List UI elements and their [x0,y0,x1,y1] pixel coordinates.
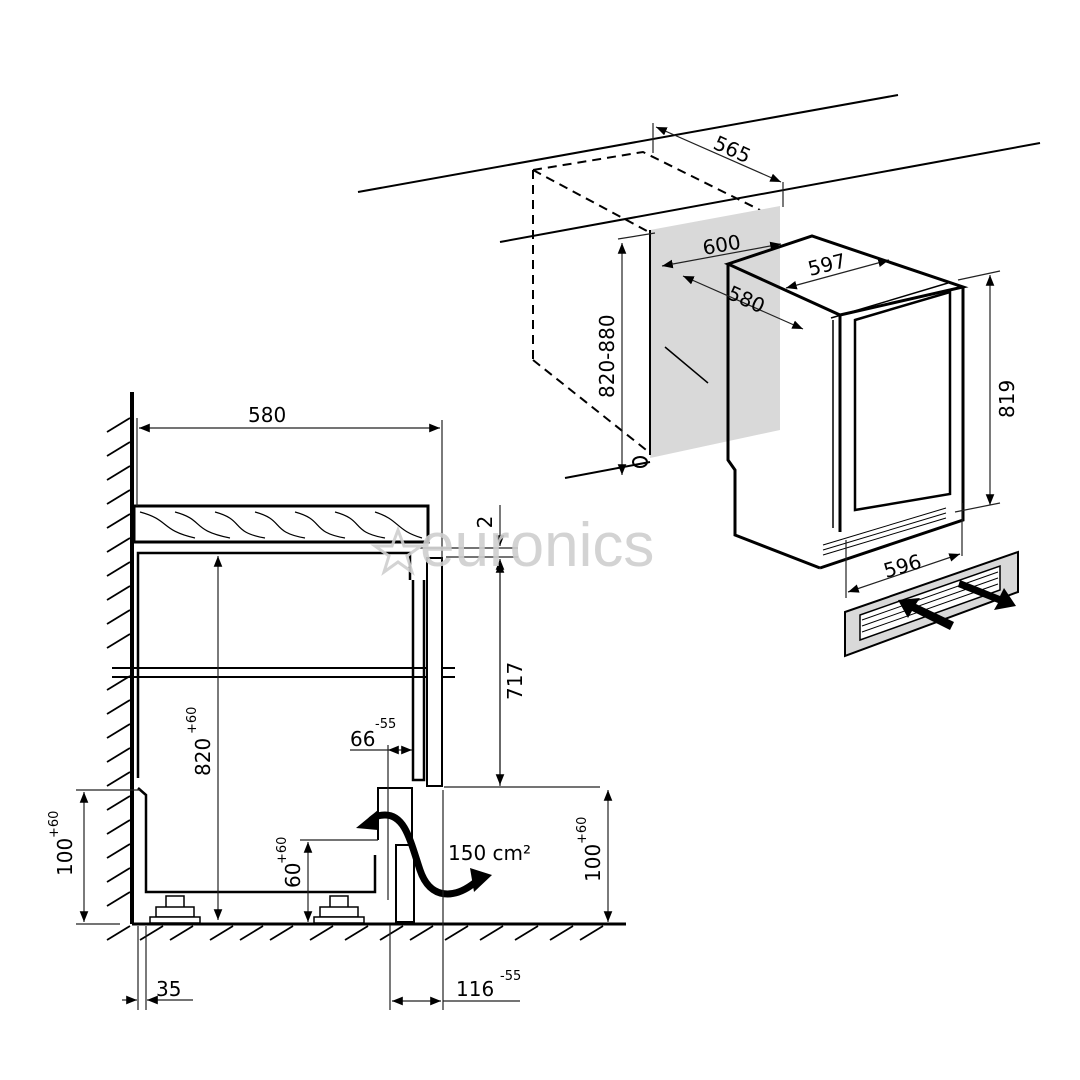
appliance-body-bottom [137,787,377,894]
label-vent-area: 150 cm² [448,841,531,865]
adjustable-foot-left [149,895,201,924]
label-plinth-setback: 116 [456,977,494,1001]
door-panel [426,557,443,787]
appliance-front [819,287,965,570]
wall-hatching [106,417,131,907]
label-worktop-depth: 580 [248,403,286,427]
isometric-view: 565 600 820-880 597 580 819 [357,94,1041,658]
side-panel [650,206,780,458]
label-appliance-width-top: 597 [805,248,848,281]
dim-565 [655,126,782,183]
ext-820-top [617,232,656,240]
label-100r-base: 100 [581,844,605,882]
airflow-tail [470,868,492,892]
label-door-offset-tol: -55 [375,717,396,732]
label-appliance-width-bottom: 596 [881,549,924,583]
worktop-front-line [499,142,1041,243]
niche-top-dash [532,150,761,211]
airflow-arrowhead [356,810,378,830]
watermark: euronics [370,511,654,580]
label-60-base: 60 [281,863,305,888]
ext-819-top [957,270,1001,281]
worktop [132,504,430,544]
door-top-line [830,282,949,319]
section-view: 580 2 717 820 +60 66 -55 150 cm² 100 [47,392,626,1010]
door-glass [411,580,426,782]
label-plinth-height-left: 100 +60 [47,811,77,876]
niche-top-dash-2 [532,169,648,232]
label-100r-tol: +60 [575,817,590,844]
label-door-offset: 66 [350,727,375,751]
label-60-tol: +60 [275,837,290,864]
dim-580-iso [682,275,804,330]
label-wall-gap: 35 [156,977,181,1001]
dim-596 [847,553,961,593]
floor-line [564,461,651,479]
airflow-out-arrow [958,580,1016,610]
plinth-grille [822,507,947,556]
wood-grain [139,511,423,539]
dim-600 [661,241,782,269]
label-plinth-height-right: 100 +60 [575,817,605,882]
label-820-base: 820 [191,738,215,776]
label-foot-height: 60 +60 [275,837,305,888]
watermark-text: euronics [420,511,654,580]
side-panel-line [664,346,709,384]
worktop-back-line [357,94,899,193]
label-niche-height: 820-880 [595,314,619,398]
label-door-height: 717 [503,662,527,700]
foot-icon [632,456,648,468]
appliance-side [726,264,821,570]
airflow-in-arrow [898,598,954,630]
label-100l-base: 100 [53,838,77,876]
vent-plinth-detail [844,550,1019,658]
floor-hatching [106,925,604,941]
label-niche-depth: 565 [710,131,755,168]
glass-door [853,290,952,512]
label-100l-tol: +60 [47,811,62,838]
adjustable-foot-right [313,895,365,924]
watermark-star-icon [370,525,426,576]
label-820-tol: +60 [185,707,200,734]
niche-bottom-dash [532,359,651,454]
plinth-grille-section [395,844,415,923]
dim-597 [785,258,890,290]
label-appliance-height: 819 [995,380,1019,418]
label-niche-height-section: 820 +60 [185,707,215,776]
label-gap-top: 2 [473,516,497,529]
label-plinth-setback-tol: -55 [500,969,521,984]
